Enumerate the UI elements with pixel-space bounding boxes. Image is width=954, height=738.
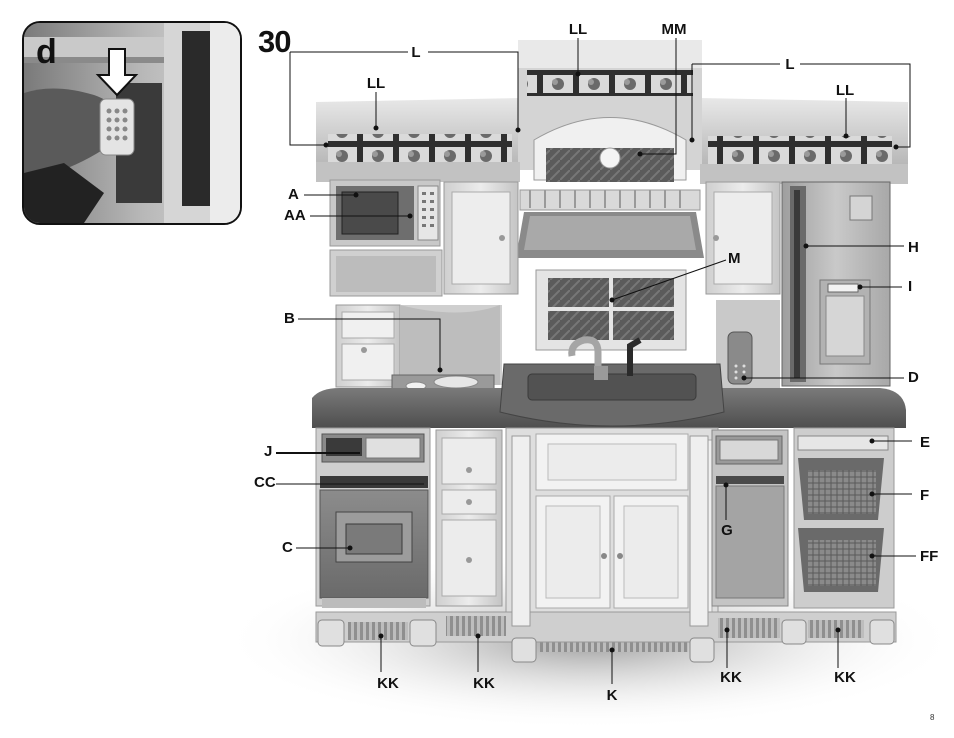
label-d: D <box>908 369 919 386</box>
inset-letter: d <box>36 33 57 71</box>
label-l-right: L <box>785 56 795 73</box>
label-j: J <box>264 443 273 460</box>
label-kk-3: KK <box>720 669 742 686</box>
label-ll-left: LL <box>366 75 386 92</box>
label-h: H <box>908 239 919 256</box>
label-mm: MM <box>661 21 687 38</box>
label-kk-4: KK <box>834 669 856 686</box>
inset-photo-image <box>24 23 240 223</box>
label-i: I <box>908 278 913 295</box>
label-m: M <box>728 250 741 267</box>
tile-strip-left <box>328 134 512 162</box>
tile-strip-center <box>527 70 693 96</box>
label-l-left: L <box>411 44 421 61</box>
leader-lines <box>276 38 916 684</box>
dishwasher-door <box>715 485 785 599</box>
label-cc: CC <box>254 474 276 491</box>
page-number: 8 <box>930 713 935 722</box>
label-k: K <box>606 687 618 704</box>
label-g: G <box>721 522 733 539</box>
tile-strip-right <box>708 136 892 164</box>
microwave-door <box>341 191 399 235</box>
label-kk-1: KK <box>377 675 399 692</box>
upper-basket <box>808 470 876 514</box>
label-a: A <box>288 186 299 203</box>
label-b: B <box>284 310 295 327</box>
label-e: E <box>920 434 931 451</box>
label-f: F <box>920 487 930 504</box>
down-arrow-icon <box>95 48 139 97</box>
label-kk-2: KK <box>473 675 495 692</box>
label-ff: FF <box>920 548 939 565</box>
label-ll-right: LL <box>835 82 855 99</box>
label-ll-center: LL <box>568 21 588 38</box>
lower-basket <box>808 540 876 586</box>
label-aa: AA <box>284 207 306 224</box>
leader-dots <box>323 71 899 653</box>
inset-photo-d: d <box>22 21 242 225</box>
step-number: 30 <box>258 24 291 59</box>
label-c: C <box>282 539 293 556</box>
